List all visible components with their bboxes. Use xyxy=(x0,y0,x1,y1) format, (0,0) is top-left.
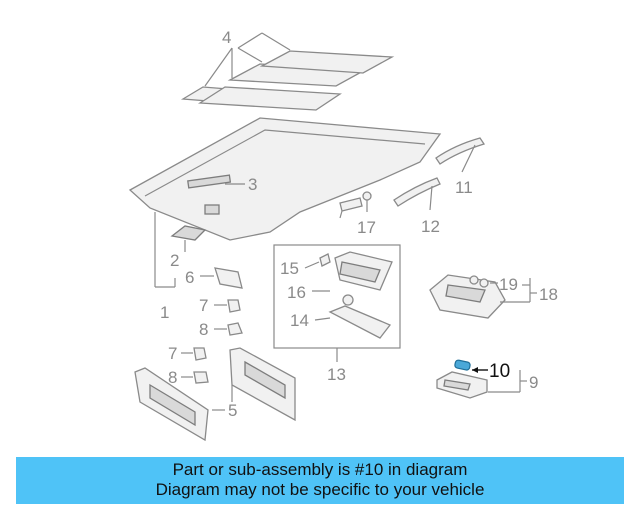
part-8-lower xyxy=(193,371,209,384)
callout-10-arrowhead xyxy=(472,367,478,373)
callout-12: 12 xyxy=(421,217,440,236)
callout-3: 3 xyxy=(248,175,257,194)
grab-handle-12 xyxy=(393,177,441,207)
headliner-panel xyxy=(128,117,442,241)
part-6 xyxy=(214,267,243,289)
insulation-pads xyxy=(180,50,395,111)
callout-14: 14 xyxy=(290,311,309,330)
callout-15-leader xyxy=(304,261,320,269)
callout-9: 9 xyxy=(529,373,538,392)
callout-11-leader xyxy=(461,144,476,173)
info-banner: Part or sub-assembly is #10 in diagram D… xyxy=(16,457,624,504)
callout-5: 5 xyxy=(228,401,237,420)
callout-16: 16 xyxy=(287,283,306,302)
callout-15: 15 xyxy=(280,259,299,278)
callout-11: 11 xyxy=(455,178,473,197)
callout-13: 13 xyxy=(327,365,346,384)
sun-visor-right xyxy=(229,347,296,422)
callout-8-upper: 8 xyxy=(199,320,208,339)
callout-10: 10 xyxy=(489,361,510,382)
callout-4-leaders xyxy=(204,32,291,87)
part-8-upper xyxy=(227,322,243,336)
callout-7-upper: 7 xyxy=(199,296,208,315)
part-7-lower xyxy=(193,347,207,361)
callout-5-leaders xyxy=(212,385,233,411)
part-10-bulb xyxy=(454,359,471,371)
callout-4: 4 xyxy=(222,28,231,47)
parts-diagram: 4 3 1 2 6 7 8 7 8 5 xyxy=(128,28,558,442)
callout-18: 18 xyxy=(539,285,558,304)
callout-6: 6 xyxy=(185,268,194,287)
part-2-clip xyxy=(170,225,207,241)
banner-line-2: Diagram may not be specific to your vehi… xyxy=(155,480,485,499)
callout-7-lower: 7 xyxy=(168,344,177,363)
callout-2: 2 xyxy=(170,251,179,270)
callout-19: 19 xyxy=(499,275,518,294)
callout-17: 17 xyxy=(357,218,376,237)
map-lamp-assembly xyxy=(429,274,506,319)
sun-visor-left xyxy=(134,367,209,442)
banner-line-1: Part or sub-assembly is #10 in diagram xyxy=(172,460,468,479)
callout-1: 1 xyxy=(160,303,169,322)
grab-handle-11 xyxy=(435,137,486,165)
callout-8-lower: 8 xyxy=(168,368,177,387)
part-9-lens xyxy=(436,371,488,399)
dome-lamp-assembly xyxy=(319,251,393,339)
part-7-upper xyxy=(227,299,241,313)
callout-14-leader xyxy=(314,317,331,321)
callout-12-leader xyxy=(429,185,433,211)
callout-18-19-leaders xyxy=(490,278,537,303)
callout-1-leader xyxy=(154,212,176,288)
callout-9-leaders xyxy=(488,370,527,393)
part-17 xyxy=(339,191,372,219)
